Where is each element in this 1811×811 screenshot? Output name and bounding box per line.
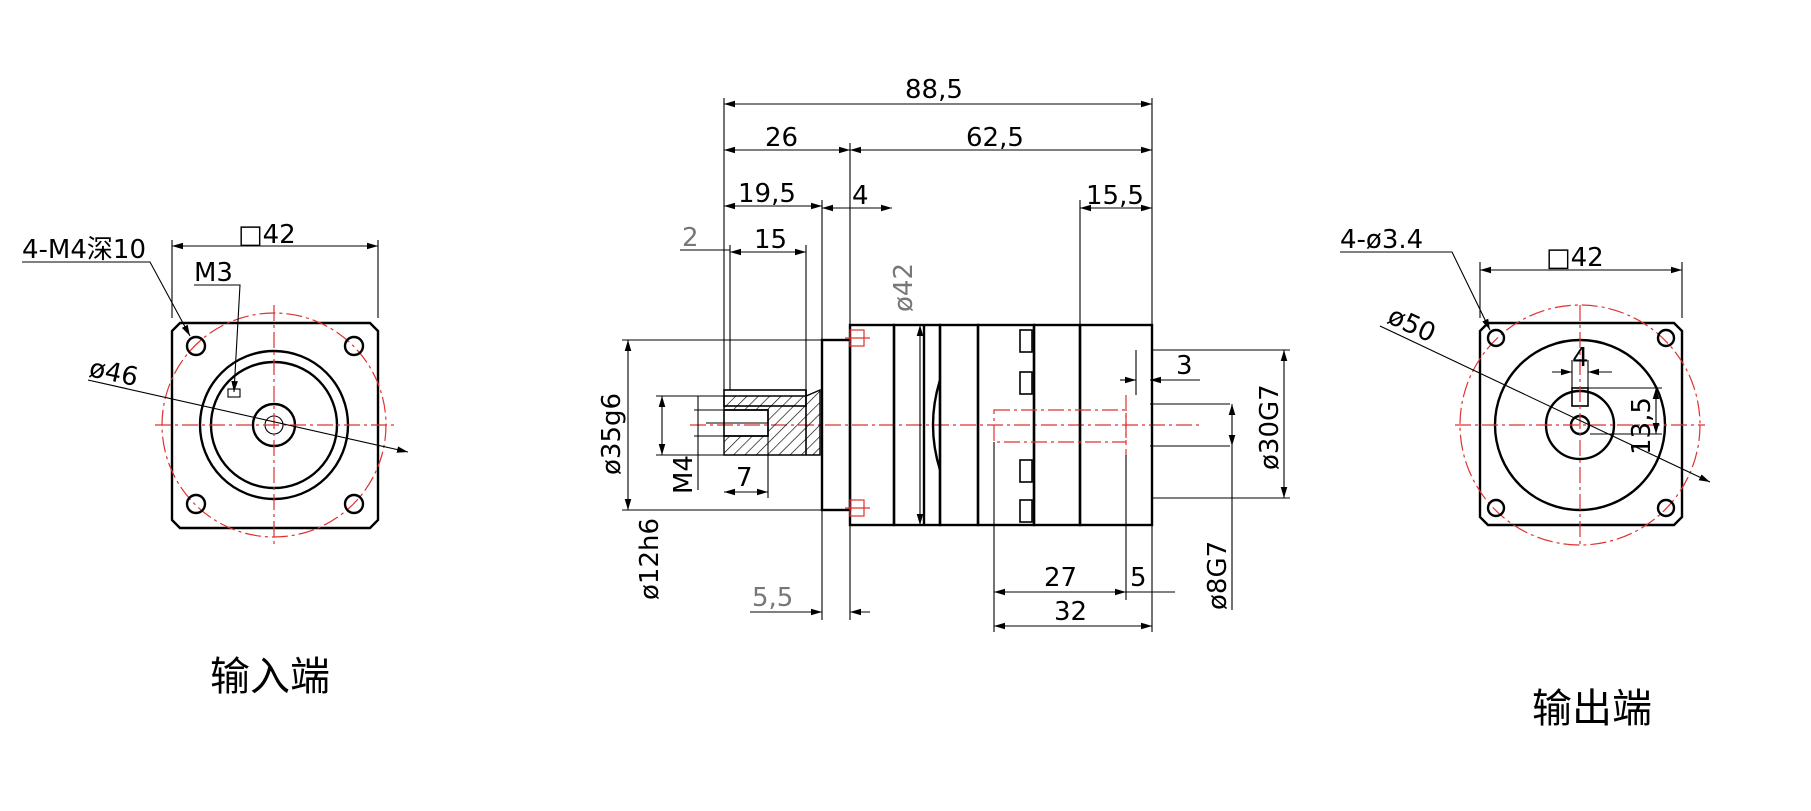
dim-output-spigot-dia: ø35g6 (597, 393, 627, 475)
output-bolt-hole-tl (1486, 328, 1506, 348)
input-bolt-hole-bl (185, 493, 207, 515)
input-thread-note: M3 (194, 258, 233, 288)
dim-flange-thickness: 4 (852, 181, 869, 211)
dim-motor-spigot: 19,5 (738, 179, 796, 209)
dim-overall-length: 88,5 (905, 75, 963, 105)
output-pcd-label: ø50 (1383, 301, 1440, 349)
output-bolt-hole-tr (1656, 328, 1676, 348)
dim-spigot-offset: 5,5 (752, 583, 793, 613)
input-bolt-hole-tl (185, 335, 207, 357)
dim-shaft-length: 32 (1054, 597, 1087, 627)
output-bolt-hole-bl (1486, 498, 1506, 518)
dim-output-pilot-dia: ø30G7 (1255, 384, 1285, 470)
dim-shaft-bore: 15 (754, 225, 787, 255)
dim-set-screw: M4 (669, 455, 699, 494)
output-hole-note: 4-ø3.4 (1340, 225, 1423, 255)
dim-key-width: 3 (1176, 351, 1193, 381)
output-flange (1078, 323, 1154, 527)
dim-input-section: 26 (765, 123, 798, 153)
input-bolt-hole-tr (343, 335, 365, 357)
output-end-caption: 输出端 (1532, 686, 1652, 732)
input-pcd-label: ø46 (87, 354, 141, 394)
dim-screw-offset: 7 (736, 463, 753, 493)
input-bolt-hole-br (343, 493, 365, 515)
output-bolt-hole-br (1656, 498, 1676, 518)
input-end-caption: 输入端 (210, 654, 330, 700)
input-end-view: □42 4-M4深10 M3 ø46 输入端 (22, 220, 409, 700)
side-view: 88,5 26 62,5 19,5 4 15,5 2 15 ø42 ø35g6 (597, 75, 1290, 632)
output-shaft-hidden (993, 409, 1127, 443)
input-square-label: □42 (238, 220, 296, 250)
output-square-label: □42 (1546, 243, 1604, 273)
dim-input-bore-dia: ø12h6 (635, 518, 665, 600)
output-key-height: 13,5 (1627, 397, 1657, 455)
input-flange-outline (170, 321, 380, 530)
input-bolt-note: 4-M4深10 (22, 235, 146, 265)
output-flange-outline (1478, 321, 1684, 527)
dim-output-section: 62,5 (966, 123, 1024, 153)
dim-output-shaft-length: 15,5 (1086, 181, 1144, 211)
dim-shaft-end: 5 (1130, 563, 1147, 593)
dim-flange-dia: ø42 (889, 263, 919, 312)
output-key-width: 4 (1572, 343, 1589, 373)
dim-shaft-dia: ø8G7 (1203, 541, 1233, 610)
dim-spigot-step: 2 (682, 223, 699, 253)
output-end-view: □42 4-ø3.4 ø50 4 13,5 输出端 (1340, 225, 1711, 732)
dim-shaft-key-length: 27 (1044, 563, 1077, 593)
